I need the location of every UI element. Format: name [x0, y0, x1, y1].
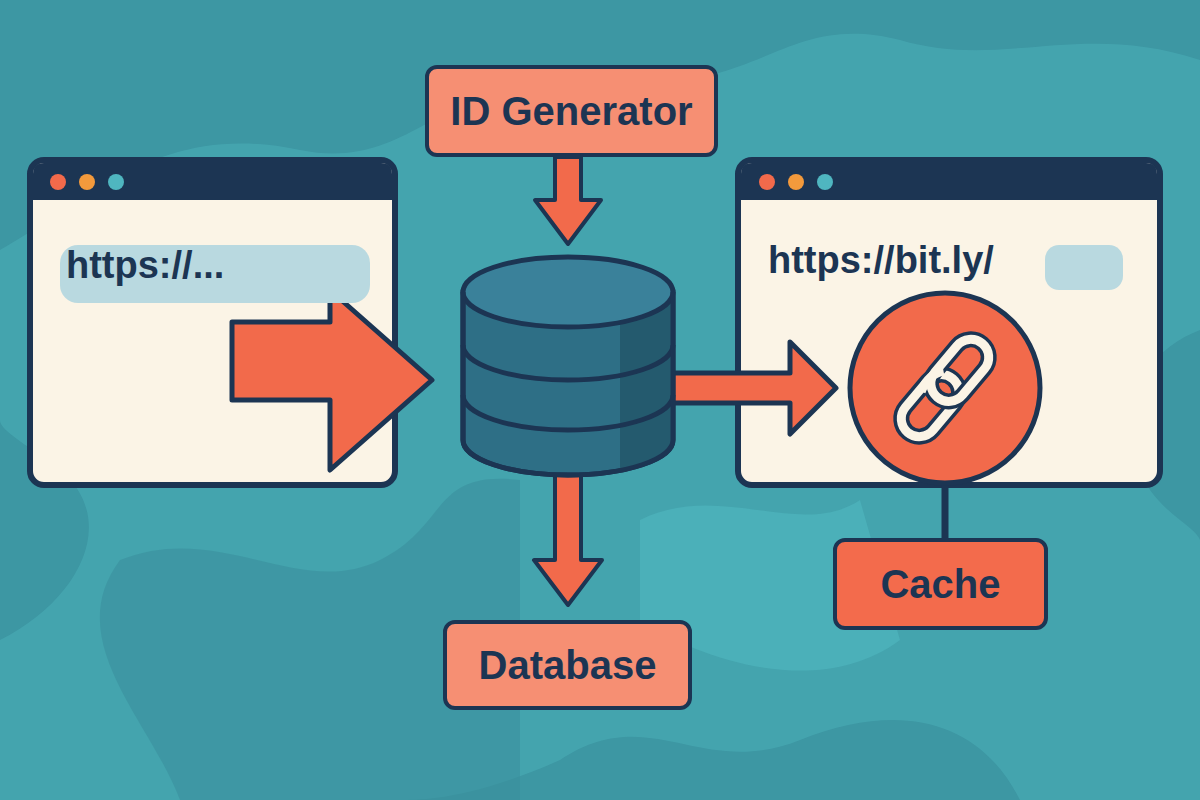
link-icon: [850, 293, 1040, 483]
cache-line: [942, 480, 949, 540]
node-label: Cache: [880, 562, 1000, 606]
node-label: ID Generator: [450, 89, 692, 133]
cache-box: Cache: [833, 538, 1048, 630]
url-placeholder: [1045, 245, 1123, 290]
database-box: Database: [443, 620, 692, 710]
browser-window: [738, 160, 1160, 485]
node-label: Database: [479, 643, 657, 687]
background-blob: [0, 34, 1200, 800]
flow-arrow: [535, 157, 601, 244]
node-label: https://...: [66, 245, 224, 287]
node-label: https://bit.ly/: [768, 240, 994, 282]
database-cylinder: [463, 257, 673, 475]
id-generator-box: ID Generator: [425, 65, 718, 157]
short-url-window: https://bit.ly/: [768, 240, 1040, 298]
flow-arrow: [232, 290, 432, 470]
url-input: https://...: [60, 245, 370, 303]
flow-arrow: [672, 342, 836, 434]
